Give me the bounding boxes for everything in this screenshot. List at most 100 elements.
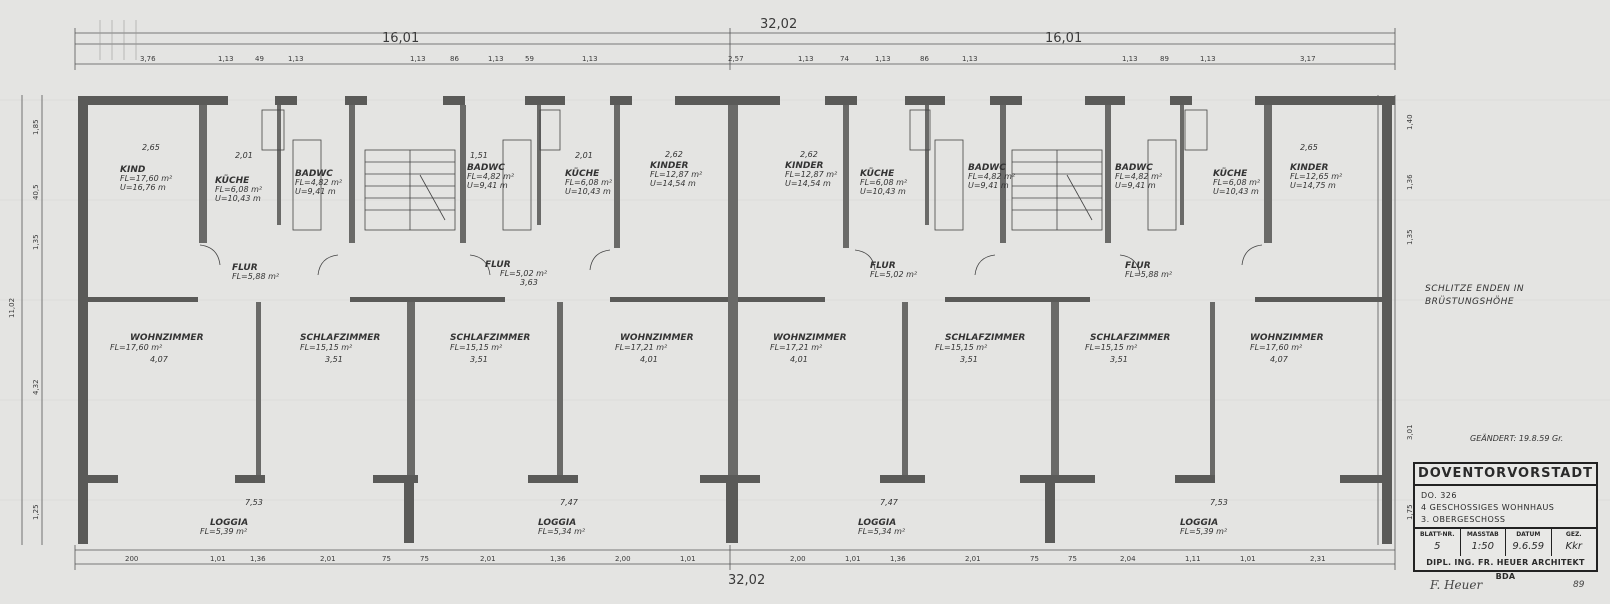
dimension-label: 89 [1160, 55, 1169, 63]
room-area: FL=4,82 m² [295, 178, 343, 187]
kitchen-sink-2 [539, 109, 561, 151]
room-area: FL=5,02 m² [870, 270, 918, 279]
date-value: 9.6.59 [1512, 541, 1545, 552]
dimension-label: 1,36 [550, 555, 566, 563]
sheet-number-header: BLATT-NR. [1419, 531, 1455, 538]
room-perimeter: U=10,43 m [565, 187, 611, 196]
room-name: FLUR [870, 261, 896, 271]
architect-signature: F. Heuer [1430, 578, 1483, 592]
room-labels-upper: KIND FL=17,60 m² U=16,76 m 2,65 KÜCHE FL… [120, 143, 1343, 203]
room-area: FL=12,87 m² [650, 170, 703, 179]
dimension-label: 1,01 [210, 555, 226, 563]
room-width: 2,65 [142, 143, 160, 152]
stair-right [1011, 149, 1103, 231]
door-swing [1119, 254, 1141, 276]
dimension-label: 2,31 [1310, 555, 1326, 563]
dimension-label: 75 [420, 555, 429, 563]
door-swing [469, 254, 491, 276]
room-width: 7,47 [880, 498, 899, 507]
room-name: LOGGIA [210, 518, 248, 528]
room-perimeter: U=9,41 m [968, 181, 1009, 190]
door-swing [854, 249, 876, 271]
dimension-label: 2,04 [1120, 555, 1136, 563]
dimension-label: 75 [1068, 555, 1077, 563]
half-width-right: 16,01 [1045, 31, 1082, 46]
room-perimeter: U=14,75 m [1290, 181, 1336, 190]
room-area: FL=17,21 m² [770, 343, 823, 352]
room-name: KINDER [1290, 163, 1328, 173]
dimension-label: 1,40 [1406, 114, 1414, 130]
room-name: WOHNZIMMER [130, 333, 204, 343]
scale-value: 1:50 [1471, 541, 1494, 552]
room-area: FL=5,34 m² [538, 527, 586, 536]
dimension-label: 1,13 [962, 55, 978, 63]
room-width: 2,65 [1300, 143, 1318, 152]
date-header: DATUM [1516, 531, 1541, 538]
architect-line: DIPL. ING. FR. HEUER ARCHITEKT BDA [1426, 558, 1585, 581]
dimension-label: 1,11 [1185, 555, 1201, 563]
room-name: LOGGIA [1180, 518, 1218, 528]
room-name: KÜCHE [1213, 168, 1248, 179]
dimension-label: 74 [840, 55, 849, 63]
room-name: KÜCHE [215, 175, 250, 186]
dimension-label: 1,13 [288, 55, 304, 63]
room-name: LOGGIA [538, 518, 576, 528]
room-area: FL=6,08 m² [215, 185, 263, 194]
room-name: FLUR [1125, 261, 1151, 271]
dimension-label: 1,36 [890, 555, 906, 563]
room-perimeter: U=9,41 m [467, 181, 508, 190]
dimension-label: 3,17 [1300, 55, 1316, 63]
dimension-label: 49 [255, 55, 264, 63]
left-dimension-string: 1,85 40,5 1,35 4,32 1,25 [32, 119, 40, 520]
room-area: FL=6,08 m² [565, 178, 613, 187]
dimension-label: 75 [382, 555, 391, 563]
dimension-label: 86 [920, 55, 929, 63]
title-block-grid: BLATT-NR. 5 MASSTAB 1:50 DATUM 9.6.59 GE… [1415, 527, 1596, 556]
room-name: BADWC [968, 163, 1006, 173]
dimension-label: 86 [450, 55, 459, 63]
dimension-label: 1,75 [1406, 504, 1414, 520]
dimension-label: 40,5 [32, 184, 40, 200]
top-dimension-string: 3,76 1,13 49 1,13 1,13 86 1,13 59 1,13 2… [140, 55, 1316, 63]
drawn-by-header: GEZ. [1565, 531, 1582, 538]
room-area: FL=12,87 m² [785, 170, 838, 179]
scale-cell: MASSTAB 1:50 [1461, 529, 1506, 556]
project-name: DOVENTORVORSTADT [1415, 464, 1596, 486]
room-area: FL=17,21 m² [615, 343, 668, 352]
fixtures [199, 109, 1263, 276]
room-area: FL=15,15 m² [1085, 343, 1138, 352]
room-name: LOGGIA [858, 518, 896, 528]
room-name: SCHLAFZIMMER [945, 333, 1025, 343]
overall-width-bottom: 32,02 [728, 573, 765, 588]
door-swing [199, 244, 221, 266]
room-area: FL=15,15 m² [300, 343, 353, 352]
dimension-label: 2,00 [790, 555, 806, 563]
room-area: FL=6,08 m² [860, 178, 908, 187]
room-perimeter: U=10,43 m [860, 187, 906, 196]
room-name: KINDER [785, 161, 823, 171]
room-labels-flur: FLUR FL=5,88 m² FLUR FL=5,02 m² 3,63 FLU… [232, 260, 1173, 287]
room-name: SCHLAFZIMMER [1090, 333, 1170, 343]
dimension-label: 1,36 [250, 555, 266, 563]
kitchen-sink-3 [909, 109, 931, 151]
overall-dimensions: 32,02 32,02 16,01 16,01 11,02 [8, 17, 1082, 588]
room-area: FL=15,15 m² [450, 343, 503, 352]
room-width: 4,07 [1270, 355, 1289, 364]
dimension-label: 1,35 [32, 234, 40, 250]
installation-note: SCHLITZE ENDEN IN BRÜSTUNGSHÖHE [1425, 284, 1525, 307]
room-width: 7,53 [1210, 498, 1228, 507]
room-name: KINDER [650, 161, 688, 171]
interior-walls [199, 105, 1272, 475]
building-type: 4 GESCHOSSIGES WOHNHAUS [1421, 503, 1555, 512]
floor-level: 3. OBERGESCHOSS [1421, 515, 1506, 524]
room-width: 4,01 [640, 355, 658, 364]
room-area: FL=17,60 m² [120, 174, 173, 183]
room-width: 2,62 [800, 150, 818, 159]
dimension-label: 2,00 [615, 555, 631, 563]
dimension-label: 200 [125, 555, 138, 563]
bottom-dimension-string: 200 1,01 1,36 2,01 75 75 2,01 1,36 2,00 … [125, 555, 1326, 563]
room-width: 4,01 [790, 355, 808, 364]
room-width: 2,01 [235, 151, 253, 160]
room-area: FL=4,82 m² [968, 172, 1016, 181]
